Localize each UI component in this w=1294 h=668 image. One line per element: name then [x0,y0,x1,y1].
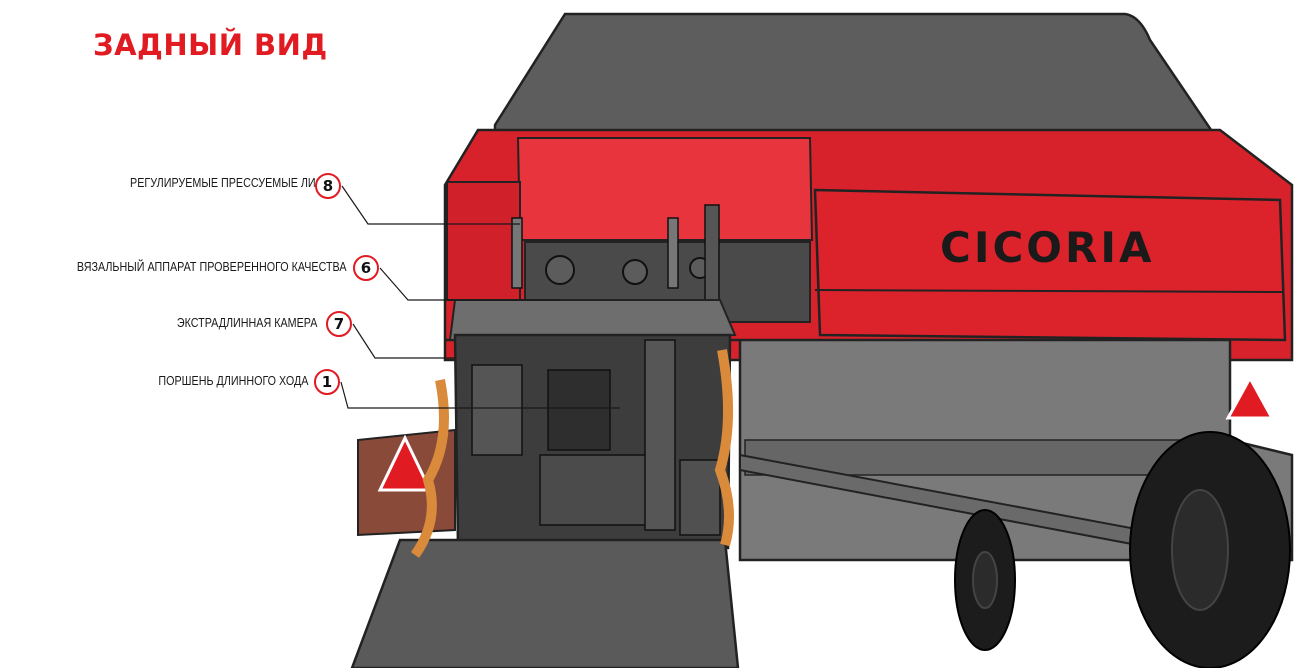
right-warning-triangle [1225,374,1275,420]
page-title: ЗАДНЫЙ ВИД [93,28,328,62]
callout-label: ПОРШЕНЬ ДЛИННОГО ХОДА [157,374,308,388]
bale-chute [350,538,740,668]
right-rope [714,349,734,547]
callout-label: РЕГУЛИРУЕМЫЕ ПРЕССУЕМЫЕ ЛИСТЫ [129,176,339,190]
leader-line-6 [379,267,560,301]
callout-number-badge: 6 [353,255,379,281]
knotter-frame [448,299,737,342]
leader-line-8 [341,185,520,225]
callout-label: ВЯЗАЛЬНЫЙ АППАРАТ ПРОВЕРЕННОГО КАЧЕСТВА [77,260,347,274]
callout-number-badge: 8 [315,173,341,199]
callout-number-badge: 1 [314,369,340,395]
left-rope [410,379,449,558]
callout-number-badge: 7 [326,311,352,337]
upper-red-panel [516,137,814,241]
callout-label: ЭКСТРАДЛИННАЯ КАМЕРА [176,316,317,330]
left-red-panel [446,181,521,301]
left-warning-triangle [377,434,433,492]
side-red-panel [813,188,1287,342]
leader-line-1 [340,381,620,409]
leader-line-7 [352,323,455,359]
brand-logo: CICORIA [940,223,1154,272]
